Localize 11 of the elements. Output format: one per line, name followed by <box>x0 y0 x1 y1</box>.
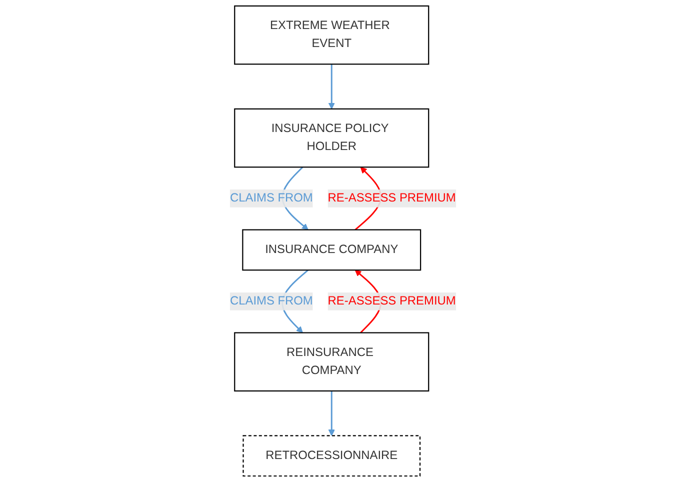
arrow <box>328 64 335 110</box>
node-box: INSURANCE POLICY HOLDER <box>234 108 430 168</box>
edge-label: CLAIMS FROM <box>230 192 313 204</box>
edge-label: CLAIMS FROM <box>230 294 313 308</box>
node-box: INSURANCE COMPANY <box>242 229 422 271</box>
node-box: REINSURANCE COMPANY <box>234 332 430 392</box>
node-box: EXTREME WEATHER EVENT <box>234 5 430 65</box>
arrow <box>328 390 335 436</box>
node-box: RETROCESSIONNAIRE <box>242 435 421 477</box>
edge-label: RE-ASSESS PREMIUM <box>328 192 456 204</box>
edge-label: RE-ASSESS PREMIUM <box>328 294 456 308</box>
